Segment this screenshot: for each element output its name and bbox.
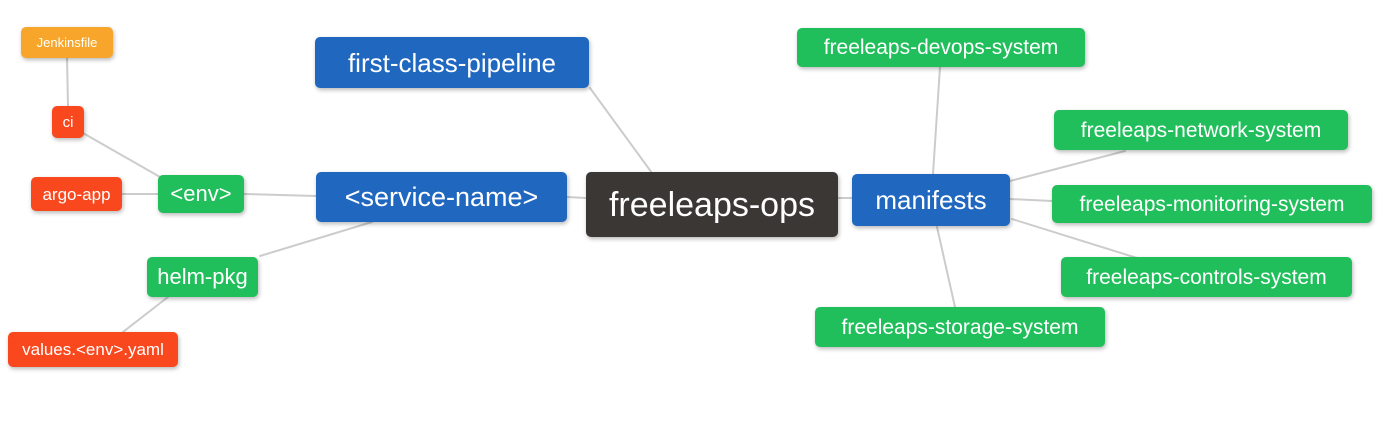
edge-manifests-controls-system [1011, 218, 1138, 259]
node-freeleaps-controls-system[interactable]: freeleaps-controls-system [1061, 257, 1352, 297]
edge-manifests-network-system [1009, 150, 1126, 182]
edge-service-name-env [243, 193, 317, 197]
edge-manifests-devops-system [932, 66, 941, 175]
edge-env-ci [82, 132, 161, 178]
node-helm-pkg[interactable]: helm-pkg [147, 257, 258, 297]
node-first-class-pipeline[interactable]: first-class-pipeline [315, 37, 589, 88]
node-values-env-yaml[interactable]: values.<env>.yaml [8, 332, 178, 367]
edge-service-name-helm-pkg [259, 221, 373, 257]
edge-manifests-monitoring-system [1009, 198, 1053, 202]
node-argo-app[interactable]: argo-app [31, 177, 122, 211]
edge-ops-service-name [566, 196, 587, 199]
edge-ops-first-class-pipeline [589, 87, 653, 174]
node-freeleaps-network-system[interactable]: freeleaps-network-system [1054, 110, 1348, 150]
node-freeleaps-devops-system[interactable]: freeleaps-devops-system [797, 28, 1085, 67]
node-freeleaps-storage-system[interactable]: freeleaps-storage-system [815, 307, 1105, 347]
node-jenkinsfile[interactable]: Jenkinsfile [21, 27, 113, 58]
edge-manifests-storage-system [936, 226, 956, 308]
node-ci[interactable]: ci [52, 106, 84, 138]
node-manifests[interactable]: manifests [852, 174, 1010, 226]
node-freeleaps-ops[interactable]: freeleaps-ops [586, 172, 838, 237]
node-freeleaps-monitoring-system[interactable]: freeleaps-monitoring-system [1052, 185, 1372, 223]
node-service-name[interactable]: <service-name> [316, 172, 567, 222]
node-env[interactable]: <env> [158, 175, 244, 213]
edge-ci-jenkinsfile [66, 57, 69, 107]
edge-helm-pkg-values-env-yaml [122, 296, 169, 333]
